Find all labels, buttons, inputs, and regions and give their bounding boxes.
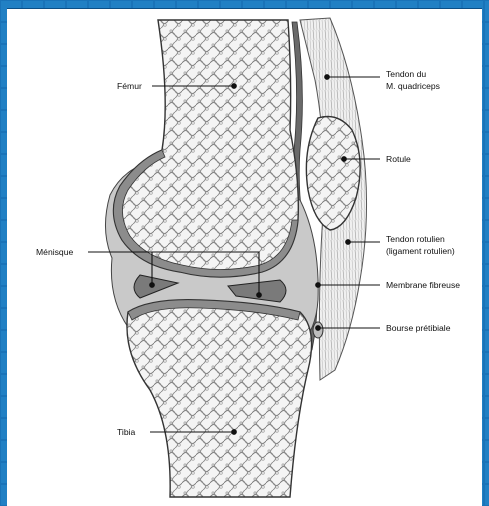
label-tendon-rotulien-1: Tendon rotulien — [386, 234, 445, 244]
label-tibia: Tibia — [117, 427, 136, 437]
label-tendon-quadriceps-2: M. quadriceps — [386, 81, 440, 91]
label-bourse-pretibiale: Bourse prétibiale — [386, 323, 451, 333]
tibia-bone — [127, 300, 312, 497]
femur-bone — [113, 20, 298, 277]
label-membrane-fibreuse: Membrane fibreuse — [386, 280, 460, 290]
label-rotule: Rotule — [386, 154, 411, 164]
label-femur: Fémur — [117, 81, 142, 91]
label-menisque: Ménisque — [36, 247, 73, 257]
label-tendon-quadriceps-1: Tendon du — [386, 69, 426, 79]
label-tendon-rotulien-2: (ligament rotulien) — [386, 246, 455, 256]
